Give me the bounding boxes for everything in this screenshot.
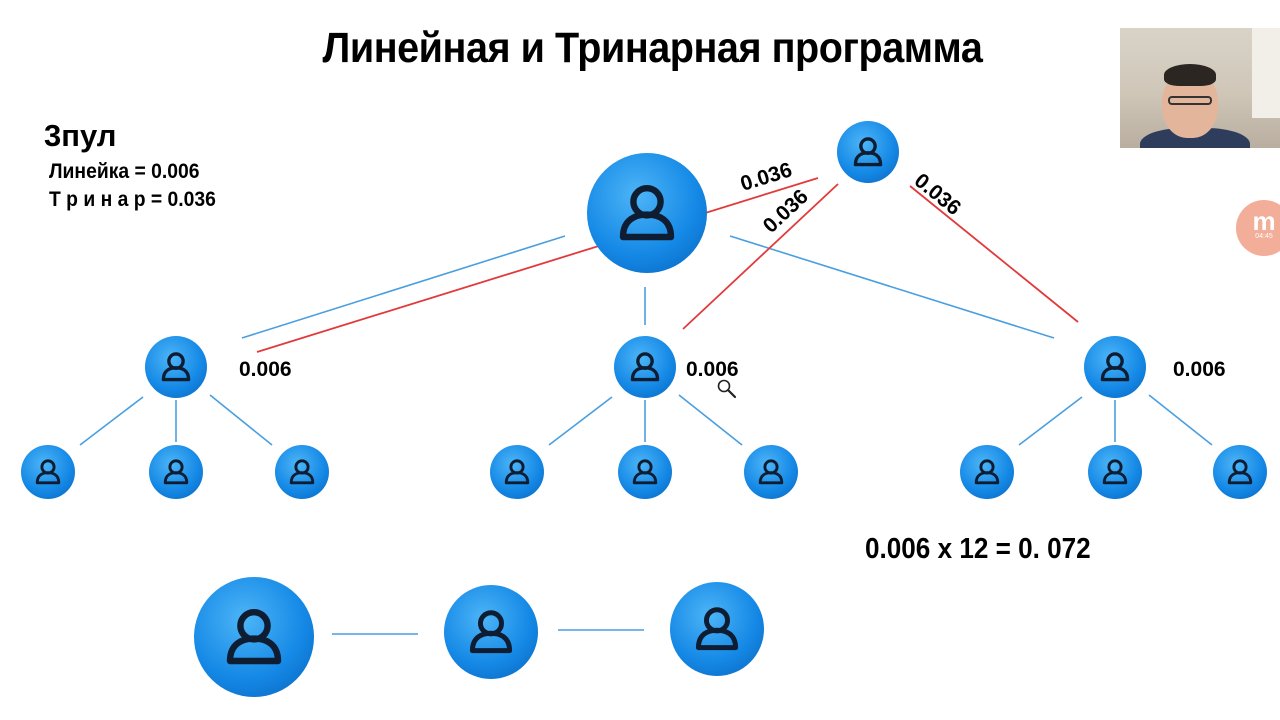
node-level2-r2 bbox=[1088, 445, 1142, 499]
node-level1-left bbox=[145, 336, 207, 398]
trinar-label-top-left: 0.036 bbox=[738, 158, 795, 195]
page-title: Линейная и Тринарная программа bbox=[322, 24, 983, 72]
pool-title: 3пул bbox=[44, 118, 117, 153]
node-level2-r1 bbox=[960, 445, 1014, 499]
node-level1-center bbox=[614, 336, 676, 398]
badge-letter: m bbox=[1252, 206, 1276, 236]
webcam-overlay bbox=[1120, 28, 1280, 148]
magnifier-cursor-icon bbox=[717, 379, 737, 399]
edge-right-child1 bbox=[1018, 396, 1083, 446]
pool-trinar-rate: Т р и н а р = 0.036 bbox=[49, 188, 216, 211]
pool-linear-rate: Линейка = 0.006 bbox=[49, 160, 200, 183]
edge-root-left bbox=[241, 235, 566, 339]
badge-time: 04:45 bbox=[1255, 233, 1273, 240]
linear-label-left: 0.006 bbox=[239, 358, 292, 381]
node-level2-l1 bbox=[21, 445, 75, 499]
edge-center-child3 bbox=[678, 394, 743, 446]
node-chain-3 bbox=[670, 582, 764, 676]
node-level2-c2 bbox=[618, 445, 672, 499]
edge-center-child1 bbox=[548, 396, 613, 446]
edge-left-child3 bbox=[209, 394, 273, 446]
node-sponsor bbox=[837, 121, 899, 183]
node-level2-l2 bbox=[149, 445, 203, 499]
formula: 0.006 x 12 = 0. 072 bbox=[865, 533, 1091, 565]
edge-root-right bbox=[729, 235, 1055, 339]
node-level2-l3 bbox=[275, 445, 329, 499]
linear-label-right: 0.006 bbox=[1173, 358, 1226, 381]
trinar-label-mid: 0.036 bbox=[759, 185, 813, 238]
node-chain-1 bbox=[194, 577, 314, 697]
edge-left-child1 bbox=[79, 396, 144, 446]
trinar-edge-center bbox=[682, 183, 839, 330]
channel-badge: m 04:45 bbox=[1236, 200, 1280, 256]
edge-right-child3 bbox=[1148, 394, 1213, 446]
node-level2-c1 bbox=[490, 445, 544, 499]
node-level1-right bbox=[1084, 336, 1146, 398]
trinar-edges bbox=[256, 177, 1079, 353]
node-root bbox=[587, 153, 707, 273]
linear-label-center: 0.006 bbox=[686, 358, 739, 381]
linear-edges bbox=[79, 235, 1213, 635]
node-level2-c3 bbox=[744, 445, 798, 499]
trinar-label-right: 0.036 bbox=[910, 169, 965, 220]
node-level2-r3 bbox=[1213, 445, 1267, 499]
trinar-edge-right bbox=[909, 185, 1079, 323]
node-chain-2 bbox=[444, 585, 538, 679]
trinar-edge-left bbox=[256, 177, 819, 353]
